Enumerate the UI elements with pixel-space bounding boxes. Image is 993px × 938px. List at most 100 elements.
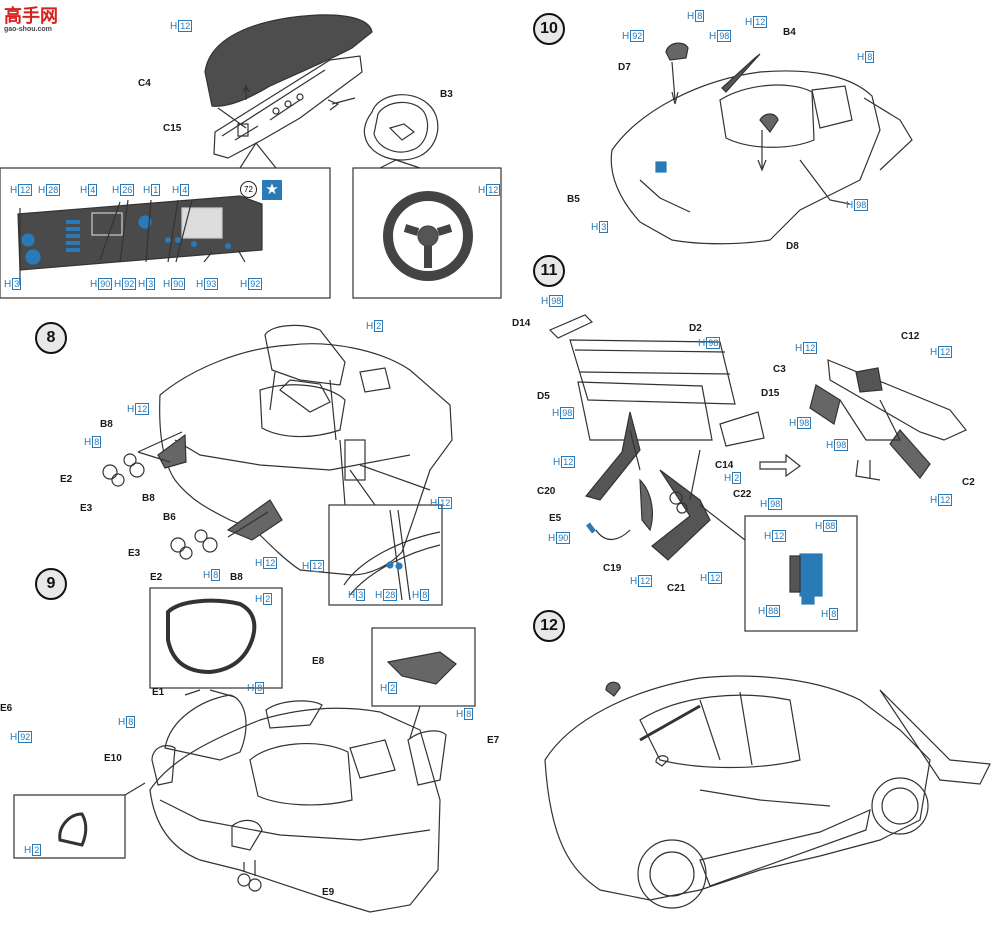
mount-inset	[744, 515, 858, 632]
part-label-d5: D5	[537, 391, 550, 402]
part-label-e6: E6	[0, 703, 13, 714]
part-label-d15: D15	[761, 388, 780, 399]
watermark-main: 高手网	[4, 6, 58, 26]
part-label-b8-mid: B8	[142, 493, 155, 504]
part-label-c12: C12	[901, 331, 920, 342]
e10-inset	[13, 794, 126, 859]
part-label-c3: C3	[773, 364, 786, 375]
step-8-badge: 8	[35, 322, 67, 354]
part-label-e2-low: E2	[150, 572, 163, 583]
step8-inset	[328, 504, 443, 606]
part-label-d2: D2	[689, 323, 702, 334]
step-9-badge: 9	[35, 568, 67, 600]
part-label-c21: C21	[667, 583, 686, 594]
part-label-d8: D8	[786, 241, 799, 252]
part-label-c22: C22	[733, 489, 752, 500]
part-label-c20: C20	[537, 486, 556, 497]
body-step9	[149, 707, 441, 913]
part-label-b8-top: B8	[100, 419, 113, 430]
part-label-c15: C15	[163, 123, 182, 134]
part-label-e8: E8	[312, 656, 325, 667]
dashboard-c15	[213, 55, 363, 159]
part-label-e3-low: E3	[128, 548, 141, 559]
part-label-b5: B5	[567, 194, 580, 205]
part-label-c19: C19	[603, 563, 622, 574]
part-label-b6: B6	[163, 512, 176, 523]
part-label-b3: B3	[440, 89, 453, 100]
part-label-b8-low: B8	[230, 572, 243, 583]
body-step8	[159, 343, 453, 576]
body-step12	[544, 675, 931, 901]
part-label-b4: B4	[783, 27, 796, 38]
part-label-e10: E10	[104, 753, 122, 764]
step-12-badge: 12	[533, 610, 565, 642]
part-label-c4: C4	[138, 78, 151, 89]
watermark-logo: 高手网 gao-shou.com	[4, 2, 58, 33]
part-label-c14: C14	[715, 460, 734, 471]
step-11-badge: 11	[533, 255, 565, 287]
watermark-sub: gao-shou.com	[4, 26, 52, 33]
part-label-d7: D7	[618, 62, 631, 73]
step-10-badge: 10	[533, 13, 565, 45]
part-label-c2: C2	[962, 477, 975, 488]
dashboard-detail-panel	[0, 167, 331, 299]
steering-wheel-panel	[352, 167, 502, 299]
wing-d2	[569, 339, 736, 405]
part-label-e5: E5	[549, 513, 562, 524]
dashboard-hood-c4	[204, 14, 373, 107]
reference-badge: 72	[240, 181, 257, 198]
part-label-d14: D14	[512, 318, 531, 329]
part-label-e1: E1	[152, 687, 165, 698]
